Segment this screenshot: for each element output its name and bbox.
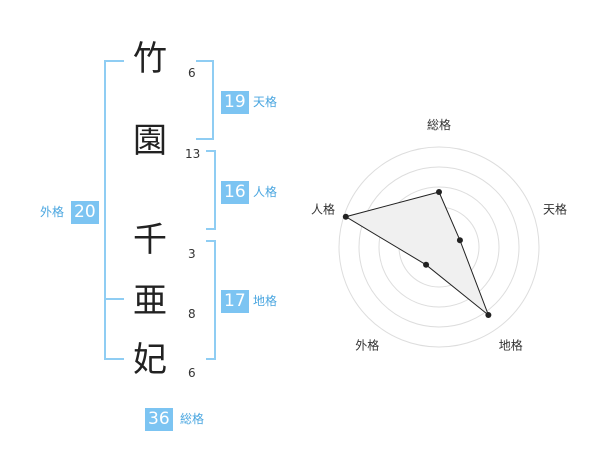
name-char-2: 園 (133, 121, 167, 161)
radar-ring-3 (378, 186, 500, 308)
chikaku-value: 17 (221, 290, 249, 313)
stroke-count-1: 6 (188, 66, 196, 80)
chikaku-label: 地格 (253, 294, 278, 308)
radar-axis-label-1: 総格 (427, 117, 451, 132)
name-char-4: 亜 (133, 281, 167, 321)
gaikaku-bracket (104, 60, 124, 360)
radar-point-5 (342, 213, 349, 220)
radar-axis-label-4: 外格 (355, 338, 379, 353)
stroke-count-4: 8 (188, 307, 196, 321)
jinkaku-label: 人格 (253, 185, 278, 199)
stroke-count-2: 13 (185, 147, 201, 161)
radar-point-2 (456, 237, 463, 244)
radar-axis-label-5: 人格 (311, 201, 335, 216)
tenkaku-label: 天格 (253, 95, 278, 109)
tenkaku-bracket (196, 60, 214, 140)
radar-axis-label-3: 地格 (499, 338, 523, 353)
name-char-3: 千 (133, 220, 167, 260)
radar-points (342, 189, 492, 318)
stroke-count-5: 6 (188, 366, 196, 380)
radar-axis-label-2: 天格 (543, 201, 567, 216)
radar-point-4 (423, 261, 430, 268)
gaikaku-label: 外格 (40, 205, 65, 219)
jinkaku-bracket (206, 150, 216, 230)
radar-point-1 (436, 189, 442, 195)
name-char-5: 妃 (133, 340, 167, 380)
radar-polygon (344, 191, 490, 317)
soukaku-label: 総格 (180, 412, 205, 426)
tenkaku-value: 19 (221, 91, 249, 114)
jinkaku-value: 16 (221, 181, 249, 204)
gaikaku-value: 20 (71, 201, 99, 224)
gaikaku-bracket-mid (104, 298, 124, 300)
soukaku-value: 36 (145, 408, 173, 431)
name-char-1: 竹 (133, 39, 167, 79)
chikaku-bracket (206, 240, 216, 360)
stroke-count-3: 3 (188, 247, 196, 261)
radar-ring-4 (358, 166, 520, 328)
radar-ring-5 (338, 146, 540, 348)
radar-point-3 (485, 311, 492, 318)
